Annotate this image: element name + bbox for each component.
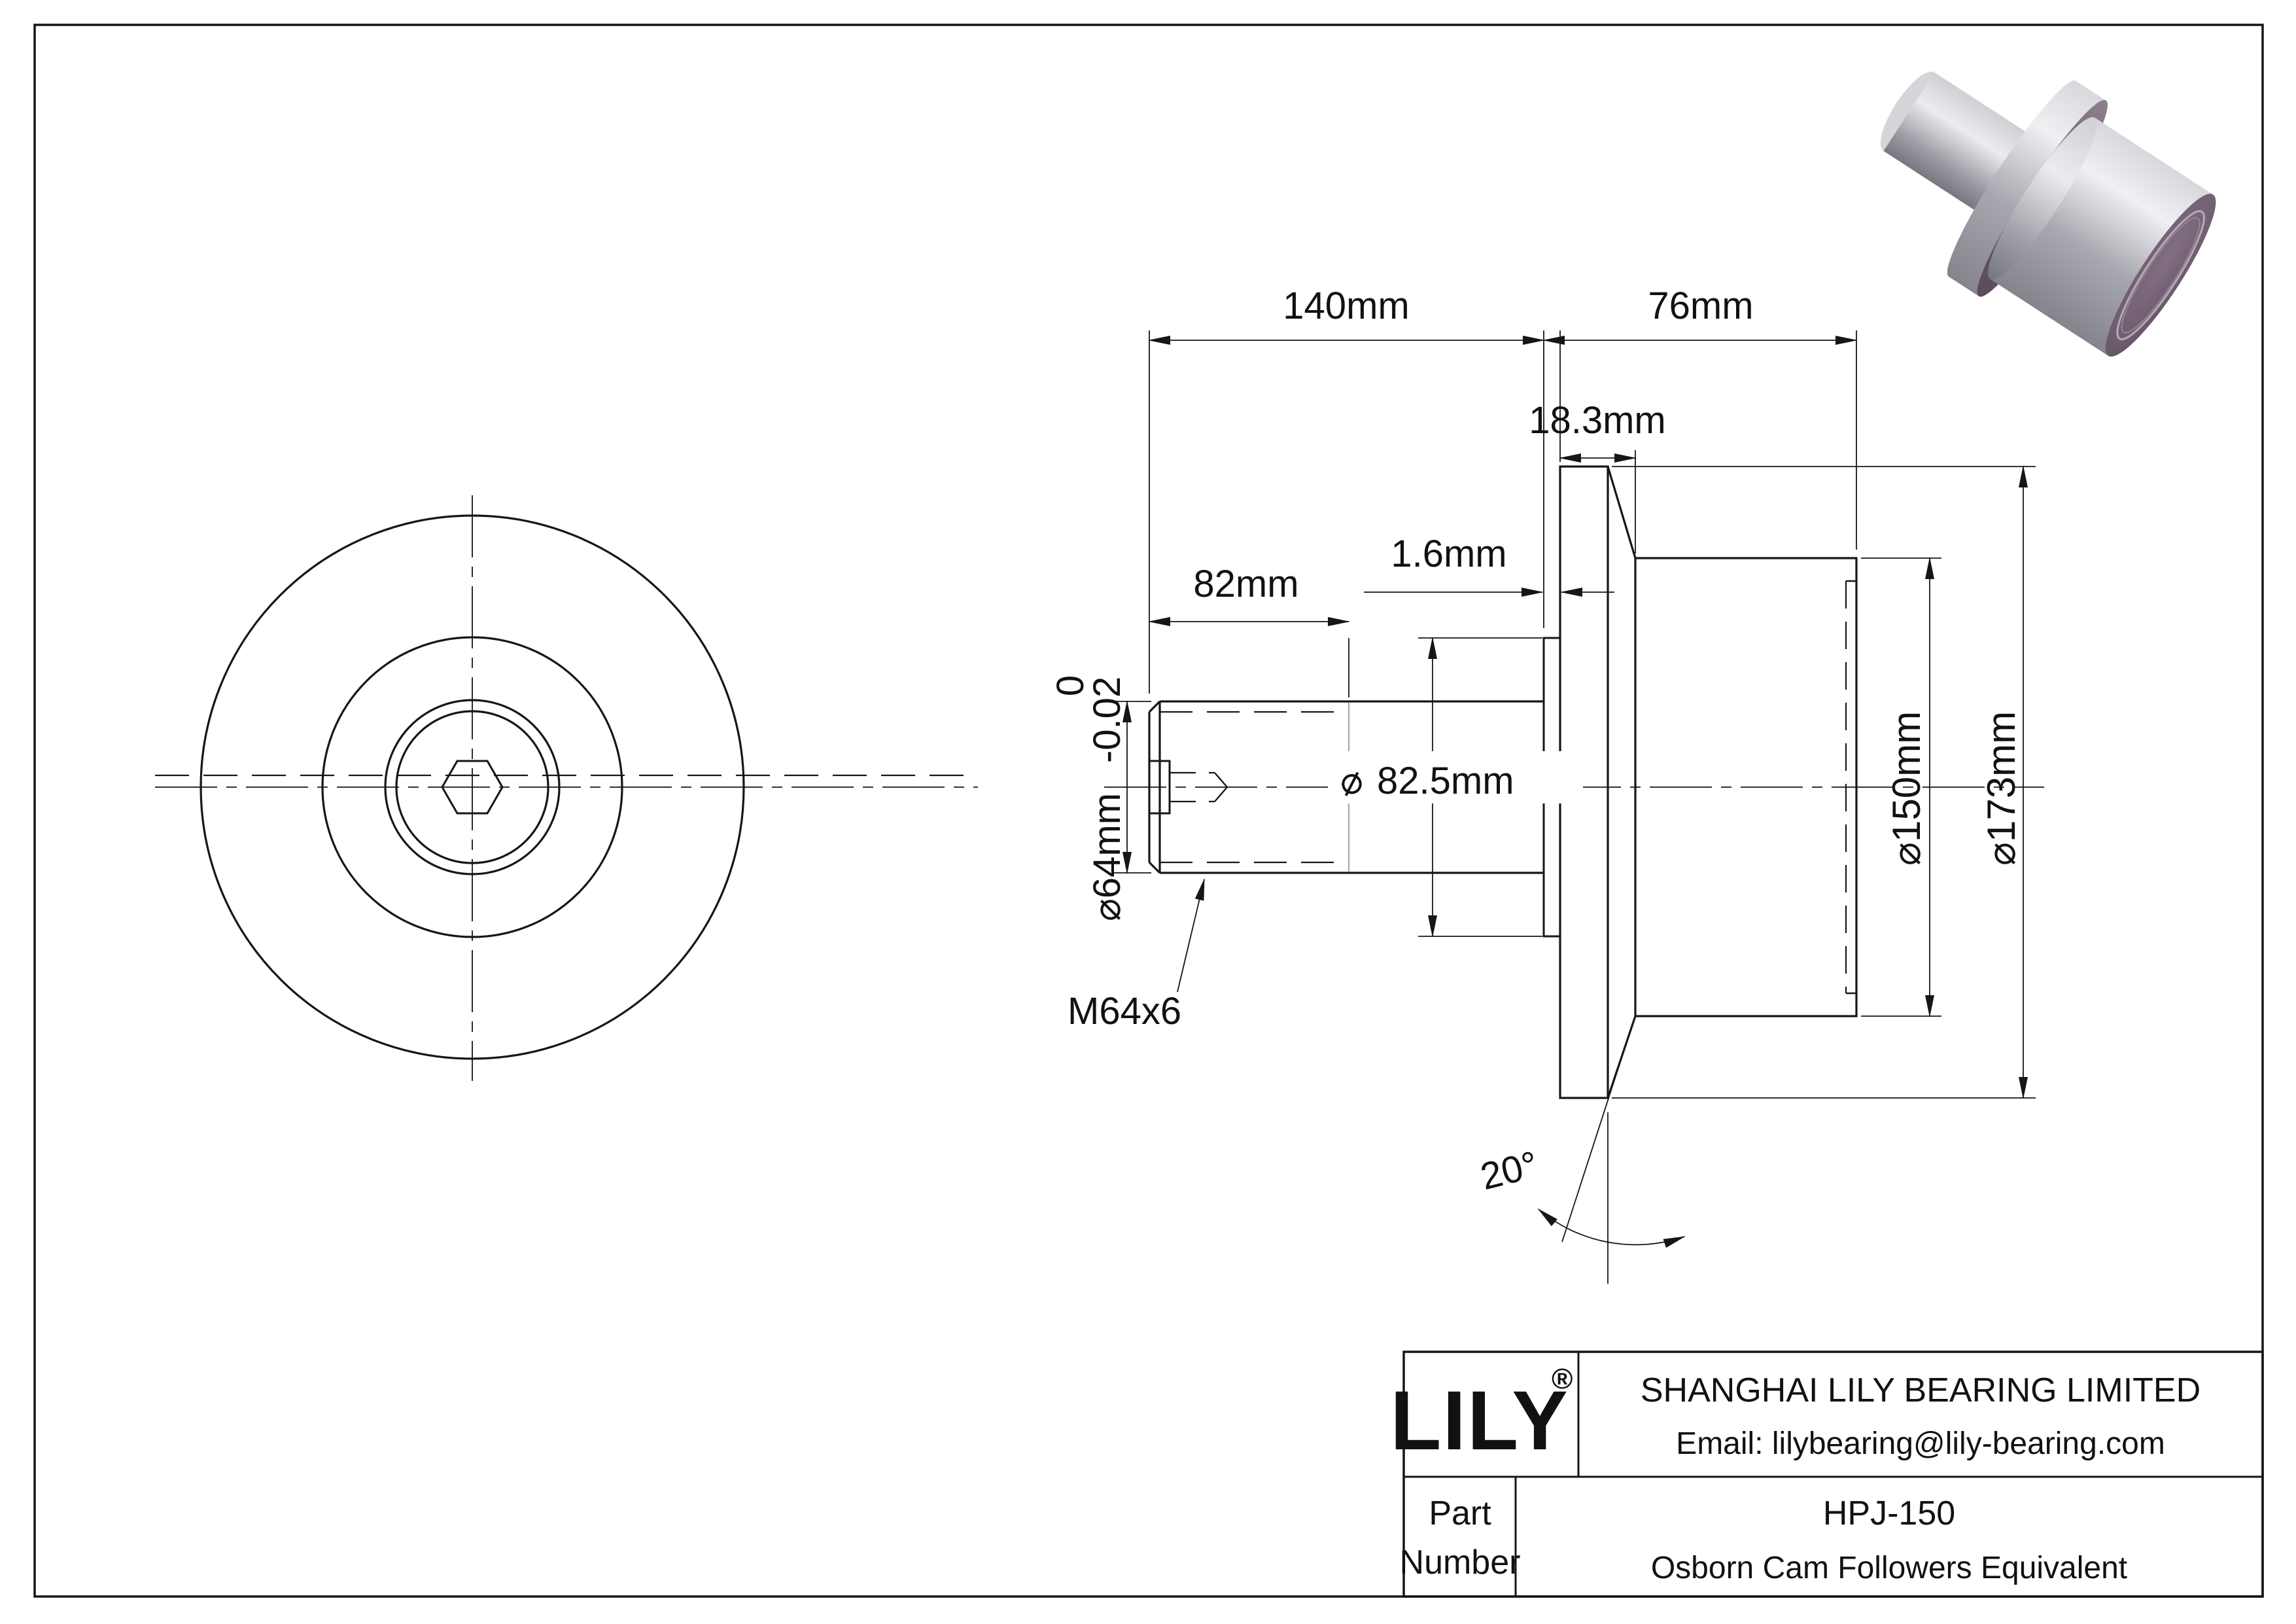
dim-label-82: 82mm [1193, 563, 1298, 605]
dim-label-dia-173: ⌀173mm [1979, 711, 2023, 866]
chamfer-extension-line [1561, 1019, 1635, 1243]
roller-3d-ring-inner [2121, 217, 2200, 334]
dim-label-dia-150: ⌀150mm [1885, 711, 1928, 866]
flange-chamfer-top [1607, 466, 1637, 559]
roller-3d-face [2105, 194, 2216, 357]
dim-label-dia-64-tol-upper: 0 [1049, 675, 1092, 696]
dim-label-20deg: 20° [1476, 1143, 1542, 1198]
front-view [155, 495, 978, 1081]
leader-m64 [1177, 878, 1205, 993]
roller-3d-body [1990, 117, 2214, 356]
stud-chamfers [1148, 700, 1161, 874]
dim-label-76: 76mm [1648, 285, 1753, 327]
company-name: SHANGHAI LILY BEARING LIMITED [1641, 1371, 2200, 1409]
title-block-border [1402, 1350, 2264, 1598]
dim-label-18-3: 18.3mm [1529, 399, 1666, 442]
dim-label-dia-64: ⌀64mm [1086, 793, 1128, 921]
registered-mark-icon: ® [1552, 1363, 1573, 1395]
side-view [1104, 465, 2044, 1099]
roller-seal-steps [1846, 580, 1856, 995]
title-block-text: LILY ® SHANGHAI LILY BEARING LIMITED Ema… [1390, 1363, 2200, 1585]
dim-82-5-text-mask [1328, 751, 1583, 803]
company-email: Email: lilybearing@lily-bearing.com [1676, 1426, 2165, 1461]
brand-logo: LILY [1390, 1374, 1569, 1468]
dim-label-dia-82-5: 82.5mm [1377, 760, 1514, 802]
title-block [1402, 1350, 2264, 1598]
iso-3d-view [1880, 71, 2216, 357]
dim-label-140: 140mm [1283, 285, 1409, 327]
part-label-line1: Part [1429, 1494, 1491, 1532]
roller-3d-back [1988, 116, 2097, 280]
part-number: HPJ-150 [1823, 1494, 1955, 1532]
angle-arc-20 [1537, 1208, 1686, 1248]
page-border [33, 24, 2264, 1598]
dimension-lines [1112, 330, 2036, 1284]
dim-label-dia-64-tol-lower: -0.02 [1086, 677, 1128, 763]
part-description: Osborn Cam Followers Equivalent [1651, 1551, 2127, 1585]
dimension-labels: 140mm 76mm 18.3mm 1.6mm 82mm ⌀ 82.5mm ⌀6… [1049, 285, 2023, 1198]
part-label-line2: Number [1400, 1544, 1521, 1581]
hex-socket-side [1148, 760, 1171, 815]
dim-label-m64: M64x6 [1068, 990, 1181, 1033]
roller-outline [1634, 557, 1858, 1017]
drill-point [1214, 772, 1228, 802]
roller-3d-ring-outer [2116, 210, 2205, 340]
dim-label-1-6: 1.6mm [1391, 533, 1506, 575]
